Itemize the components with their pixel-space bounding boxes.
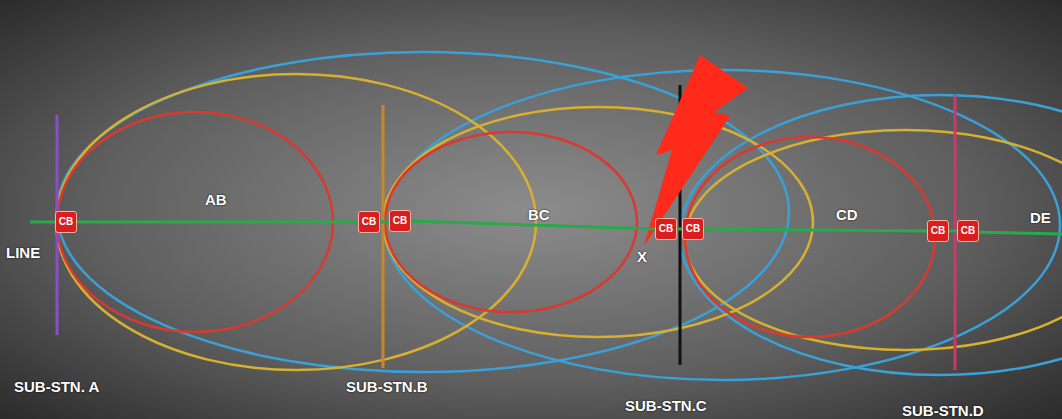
breaker-label: CB [59, 217, 73, 227]
zone-label: SUB-STN. A [14, 379, 99, 394]
circuit-breaker: CB [957, 220, 979, 242]
fault-lightning [644, 55, 748, 246]
line-conductor [704, 229, 927, 231]
breaker-label: CB [362, 217, 376, 227]
line-conductor [972, 232, 1062, 234]
zone-outline [383, 107, 813, 337]
zone-label: SUB-STN.C [625, 398, 707, 413]
breaker-label: CB [686, 224, 700, 234]
zone-label: X [637, 249, 647, 264]
zone-label: AB [205, 192, 227, 207]
zone-outline [680, 95, 1062, 375]
circuit-breaker: CB [655, 218, 677, 240]
breaker-label: CB [659, 224, 673, 234]
circuit-breaker: CB [358, 211, 380, 233]
zone-outline [685, 130, 1062, 350]
line-conductor [411, 221, 655, 229]
line-conductor [77, 222, 358, 223]
zone-label: SUB-STN.D [902, 403, 984, 418]
line-conductor [704, 229, 927, 231]
zone-label: SUB-STN.B [346, 379, 428, 394]
zone-outline [57, 52, 789, 372]
zone-label: LINE [6, 245, 40, 260]
zone-label: BC [528, 207, 550, 222]
line-conductor [77, 221, 358, 224]
circuit-breaker: CB [927, 220, 949, 242]
breaker-label: CB [931, 226, 945, 236]
zone-label: DE [1030, 210, 1051, 225]
line-conductor [411, 221, 655, 229]
breaker-label: CB [393, 216, 407, 226]
circuit-breaker: CB [682, 218, 704, 240]
zone-outline [685, 137, 935, 337]
circuit-breaker: CB [389, 210, 411, 232]
breaker-label: CB [961, 226, 975, 236]
bus-bar [382, 105, 385, 368]
zone-label: CD [836, 207, 858, 222]
circuit-breaker: CB [55, 211, 77, 233]
